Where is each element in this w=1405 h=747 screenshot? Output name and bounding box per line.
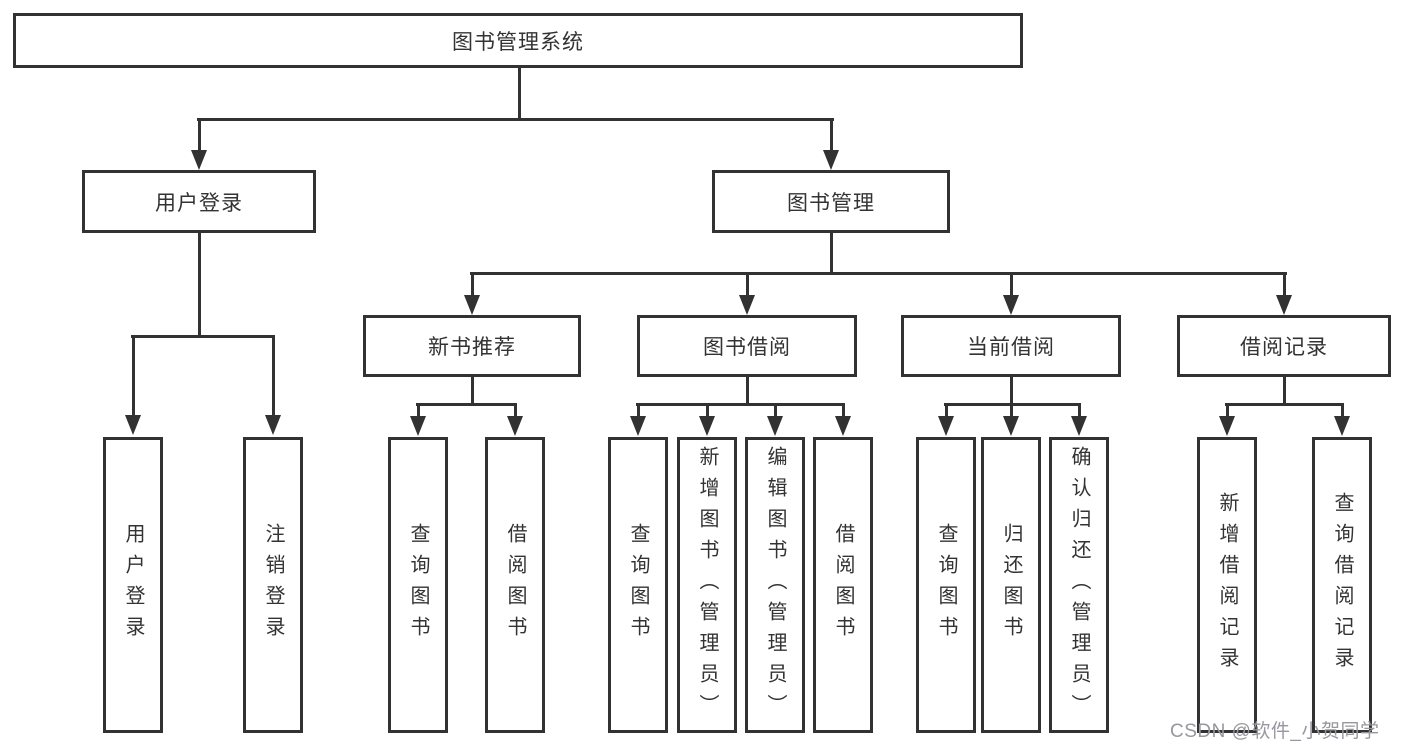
leaf-label: 确认归还（管理员）	[1068, 445, 1090, 725]
leaf-borrow-books: 借阅图书	[813, 437, 873, 733]
leaf-edit-books-admin: 编辑图书（管理员）	[745, 437, 805, 733]
leaf-label: 借阅图书	[504, 523, 526, 647]
leaf-label: 借阅图书	[832, 523, 854, 647]
node-book-management: 图书管理	[712, 170, 950, 233]
connector-drop-leaf	[637, 403, 640, 419]
node-label: 用户登录	[155, 191, 243, 215]
connector-drop-current-borrow	[1010, 272, 1013, 297]
leaf-query-books-current: 查询图书	[916, 437, 976, 733]
arrowhead-book-management	[823, 150, 839, 170]
connector-book-borrow-stub	[746, 375, 749, 405]
connector-borrow-records-stub	[1283, 375, 1286, 405]
leaf-query-books-borrow: 查询图书	[608, 437, 668, 733]
connector-drop-borrow-records	[1283, 272, 1286, 297]
connector-drop-leaf	[514, 403, 517, 419]
leaf-confirm-return-admin: 确认归还（管理员）	[1049, 437, 1109, 733]
connector-drop-logout-leaf	[272, 335, 275, 417]
connector-drop-leaf	[1226, 403, 1229, 419]
connector-drop-leaf	[417, 403, 420, 419]
leaf-logout: 注销登录	[243, 437, 303, 733]
connector-book-borrow-hline	[636, 403, 845, 406]
arrowhead-leaf	[507, 416, 523, 436]
node-label: 当前借阅	[967, 336, 1055, 359]
connector-book-mgmt-stub	[830, 231, 833, 274]
arrowhead-leaf	[767, 416, 783, 436]
connector-drop-leaf	[1341, 403, 1344, 419]
leaf-label: 查询图书	[935, 523, 957, 647]
connector-drop-leaf	[945, 403, 948, 419]
connector-borrow-records-hline	[1225, 403, 1343, 406]
connector-drop-leaf	[706, 403, 709, 419]
leaf-label: 新增图书（管理员）	[696, 445, 718, 725]
node-current-borrow: 当前借阅	[901, 315, 1121, 377]
leaf-label: 编辑图书（管理员）	[764, 445, 786, 725]
arrowhead-leaf	[630, 416, 646, 436]
arrowhead-new-book	[464, 295, 480, 315]
leaf-borrow-books-recommend: 借阅图书	[485, 437, 545, 733]
arrowhead-logout-leaf	[265, 415, 281, 435]
leaf-query-borrow-record: 查询借阅记录	[1312, 437, 1372, 733]
leaf-add-books-admin: 新增图书（管理员）	[677, 437, 737, 733]
connector-current-borrow-stub	[1010, 375, 1013, 405]
leaf-label: 查询图书	[627, 523, 649, 647]
arrowhead-leaf	[699, 416, 715, 436]
node-new-book-recommend: 新书推荐	[363, 315, 581, 377]
connector-root-stub	[518, 66, 521, 120]
arrowhead-leaf	[410, 416, 426, 436]
connector-drop-book-borrow	[746, 272, 749, 297]
node-label: 借阅记录	[1240, 336, 1328, 359]
connector-book-mgmt-hline	[470, 272, 1287, 275]
connector-user-login-hline	[131, 335, 275, 338]
connector-user-login-stub	[198, 231, 201, 337]
node-label: 图书借阅	[703, 336, 791, 359]
node-borrow-records: 借阅记录	[1177, 315, 1391, 377]
connector-drop-book-management	[830, 118, 833, 152]
arrowhead-book-borrow	[739, 295, 755, 315]
leaf-label: 注销登录	[262, 523, 284, 647]
leaf-label: 用户登录	[122, 523, 144, 647]
connector-drop-leaf	[1010, 403, 1013, 419]
connector-drop-user-login	[198, 118, 201, 152]
leaf-label: 查询借阅记录	[1331, 492, 1353, 678]
watermark: CSDN @软件_小贺同学	[1170, 721, 1380, 742]
node-label: 图书管理	[787, 191, 875, 215]
arrowhead-borrow-records	[1276, 295, 1292, 315]
connector-drop-leaf	[1078, 403, 1081, 419]
arrowhead-current-borrow	[1003, 295, 1019, 315]
connector-drop-leaf	[774, 403, 777, 419]
arrowhead-login-leaf	[125, 415, 141, 435]
arrowhead-leaf	[835, 416, 851, 436]
leaf-return-books: 归还图书	[981, 437, 1041, 733]
leaf-label: 查询图书	[407, 523, 429, 647]
arrowhead-user-login	[191, 150, 207, 170]
arrowhead-leaf	[1334, 416, 1350, 436]
arrowhead-leaf	[1003, 416, 1019, 436]
connector-drop-login-leaf	[132, 335, 135, 417]
leaf-add-borrow-record: 新增借阅记录	[1197, 437, 1257, 733]
leaf-query-books-recommend: 查询图书	[388, 437, 448, 733]
arrowhead-leaf	[1071, 416, 1087, 436]
connector-drop-leaf	[842, 403, 845, 419]
connector-drop-new-book	[471, 272, 474, 297]
node-user-login: 用户登录	[82, 170, 316, 233]
node-book-management-system: 图书管理系统	[13, 13, 1023, 68]
connector-new-book-hline	[416, 403, 517, 406]
arrowhead-leaf	[938, 416, 954, 436]
node-label: 图书管理系统	[452, 30, 584, 54]
leaf-label: 新增借阅记录	[1216, 492, 1238, 678]
node-book-borrow: 图书借阅	[637, 315, 857, 377]
node-label: 新书推荐	[428, 336, 516, 359]
arrowhead-leaf	[1219, 416, 1235, 436]
leaf-label: 归还图书	[1000, 523, 1022, 647]
leaf-user-login: 用户登录	[103, 437, 163, 733]
connector-root-hline	[197, 118, 834, 121]
connector-new-book-stub	[471, 375, 474, 405]
